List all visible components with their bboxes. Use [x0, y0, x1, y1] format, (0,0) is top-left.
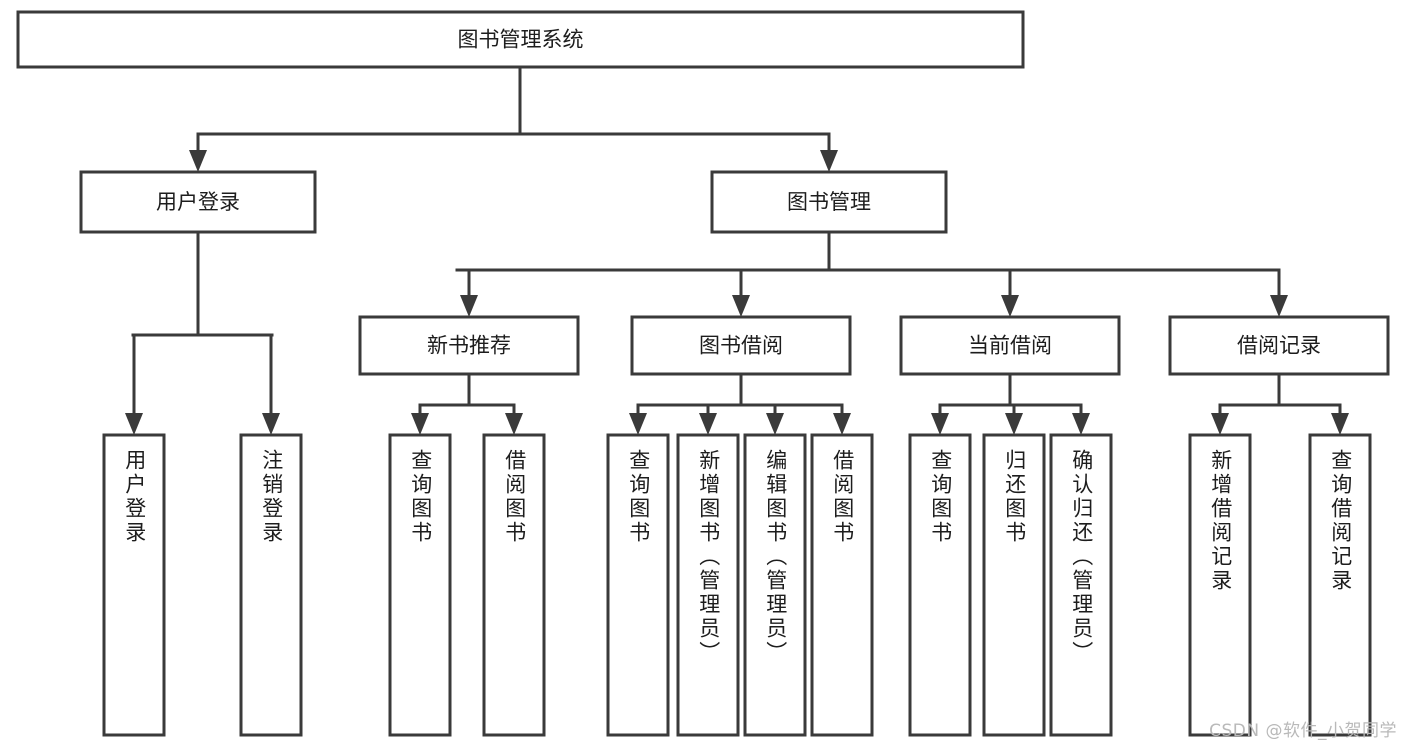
level3-current-borrow-node[interactable]: 当前借阅 [899, 315, 1121, 376]
arrow-down-icon [505, 413, 523, 435]
arrow-down-icon [766, 413, 784, 435]
leaf-leaf-query-book-rec-node[interactable] [388, 433, 452, 737]
leaf-leaf-user-login-box[interactable] [102, 433, 166, 737]
leaf-leaf-query-book-cur-box[interactable] [908, 433, 972, 737]
arrow-down-icon [699, 413, 717, 435]
arrow-down-icon [833, 413, 851, 435]
level3-new-book-recommend-node[interactable]: 新书推荐 [358, 315, 580, 376]
arrow-down-icon [1005, 413, 1023, 435]
leaf-leaf-borrow-book-box[interactable] [810, 433, 874, 737]
leaf-leaf-edit-book-node[interactable] [743, 433, 807, 737]
level2-book-manage-label: 图书管理 [787, 190, 871, 214]
arrow-down-icon [1211, 413, 1229, 435]
arrow-down-icon [262, 413, 280, 435]
leaf-leaf-return-book-node[interactable] [982, 433, 1046, 737]
leaf-leaf-add-record-node[interactable] [1188, 433, 1252, 737]
leaf-leaf-add-record-box[interactable] [1188, 433, 1252, 737]
leaf-leaf-borrow-book-node[interactable] [810, 433, 874, 737]
leaf-leaf-confirm-return-box[interactable] [1049, 433, 1113, 737]
arrow-down-icon [189, 150, 207, 172]
root-label: 图书管理系统 [458, 28, 584, 52]
level3-book-borrow-node[interactable]: 图书借阅 [630, 315, 852, 376]
level2-book-manage-node[interactable]: 图书管理 [710, 170, 948, 234]
arrow-down-icon [629, 413, 647, 435]
level2-user-login-label: 用户登录 [156, 190, 240, 214]
leaf-leaf-return-book-box[interactable] [982, 433, 1046, 737]
level2-user-login-node[interactable]: 用户登录 [79, 170, 317, 234]
level3-new-book-recommend-label: 新书推荐 [427, 334, 511, 358]
root-box[interactable] [16, 10, 1025, 69]
level3-borrow-record-node[interactable]: 借阅记录 [1168, 315, 1390, 376]
leaf-leaf-query-book-cur-node[interactable] [908, 433, 972, 737]
leaf-leaf-user-login-node[interactable] [102, 433, 166, 737]
leaf-leaf-user-logout-node[interactable] [239, 433, 303, 737]
arrow-down-icon [411, 413, 429, 435]
level3-book-borrow-label: 图书借阅 [699, 334, 783, 358]
arrow-down-icon [125, 413, 143, 435]
arrow-down-icon [1270, 295, 1288, 317]
arrow-down-icon [931, 413, 949, 435]
level3-borrow-record-label: 借阅记录 [1237, 334, 1321, 358]
connector-layer [125, 65, 1349, 435]
root-node[interactable]: 图书管理系统 [16, 10, 1025, 69]
level2-user-login-box[interactable] [79, 170, 317, 234]
arrow-down-icon [1331, 413, 1349, 435]
leaf-leaf-add-book-node[interactable] [676, 433, 740, 737]
leaf-leaf-query-book-borrow-box[interactable] [606, 433, 670, 737]
level2-book-manage-box[interactable] [710, 170, 948, 234]
leaf-leaf-user-logout-box[interactable] [239, 433, 303, 737]
arrow-down-icon [820, 150, 838, 172]
leaf-leaf-add-book-box[interactable] [676, 433, 740, 737]
leaf-leaf-query-record-node[interactable] [1308, 433, 1372, 737]
level3-new-book-recommend-box[interactable] [358, 315, 580, 376]
leaf-leaf-query-book-borrow-node[interactable] [606, 433, 670, 737]
level3-borrow-record-box[interactable] [1168, 315, 1390, 376]
arrow-down-icon [1072, 413, 1090, 435]
level3-book-borrow-box[interactable] [630, 315, 852, 376]
leaf-leaf-query-record-box[interactable] [1308, 433, 1372, 737]
level3-current-borrow-label: 当前借阅 [968, 334, 1052, 358]
arrow-down-icon [460, 295, 478, 317]
level3-current-borrow-box[interactable] [899, 315, 1121, 376]
leaf-leaf-borrow-book-rec-box[interactable] [482, 433, 546, 737]
arrow-down-icon [1001, 295, 1019, 317]
leaf-leaf-borrow-book-rec-node[interactable] [482, 433, 546, 737]
arrow-down-icon [732, 295, 750, 317]
leaf-leaf-confirm-return-node[interactable] [1049, 433, 1113, 737]
watermark: CSDN @软件_小贺同学 [1209, 721, 1397, 741]
leaf-leaf-edit-book-box[interactable] [743, 433, 807, 737]
leaf-leaf-query-book-rec-box[interactable] [388, 433, 452, 737]
